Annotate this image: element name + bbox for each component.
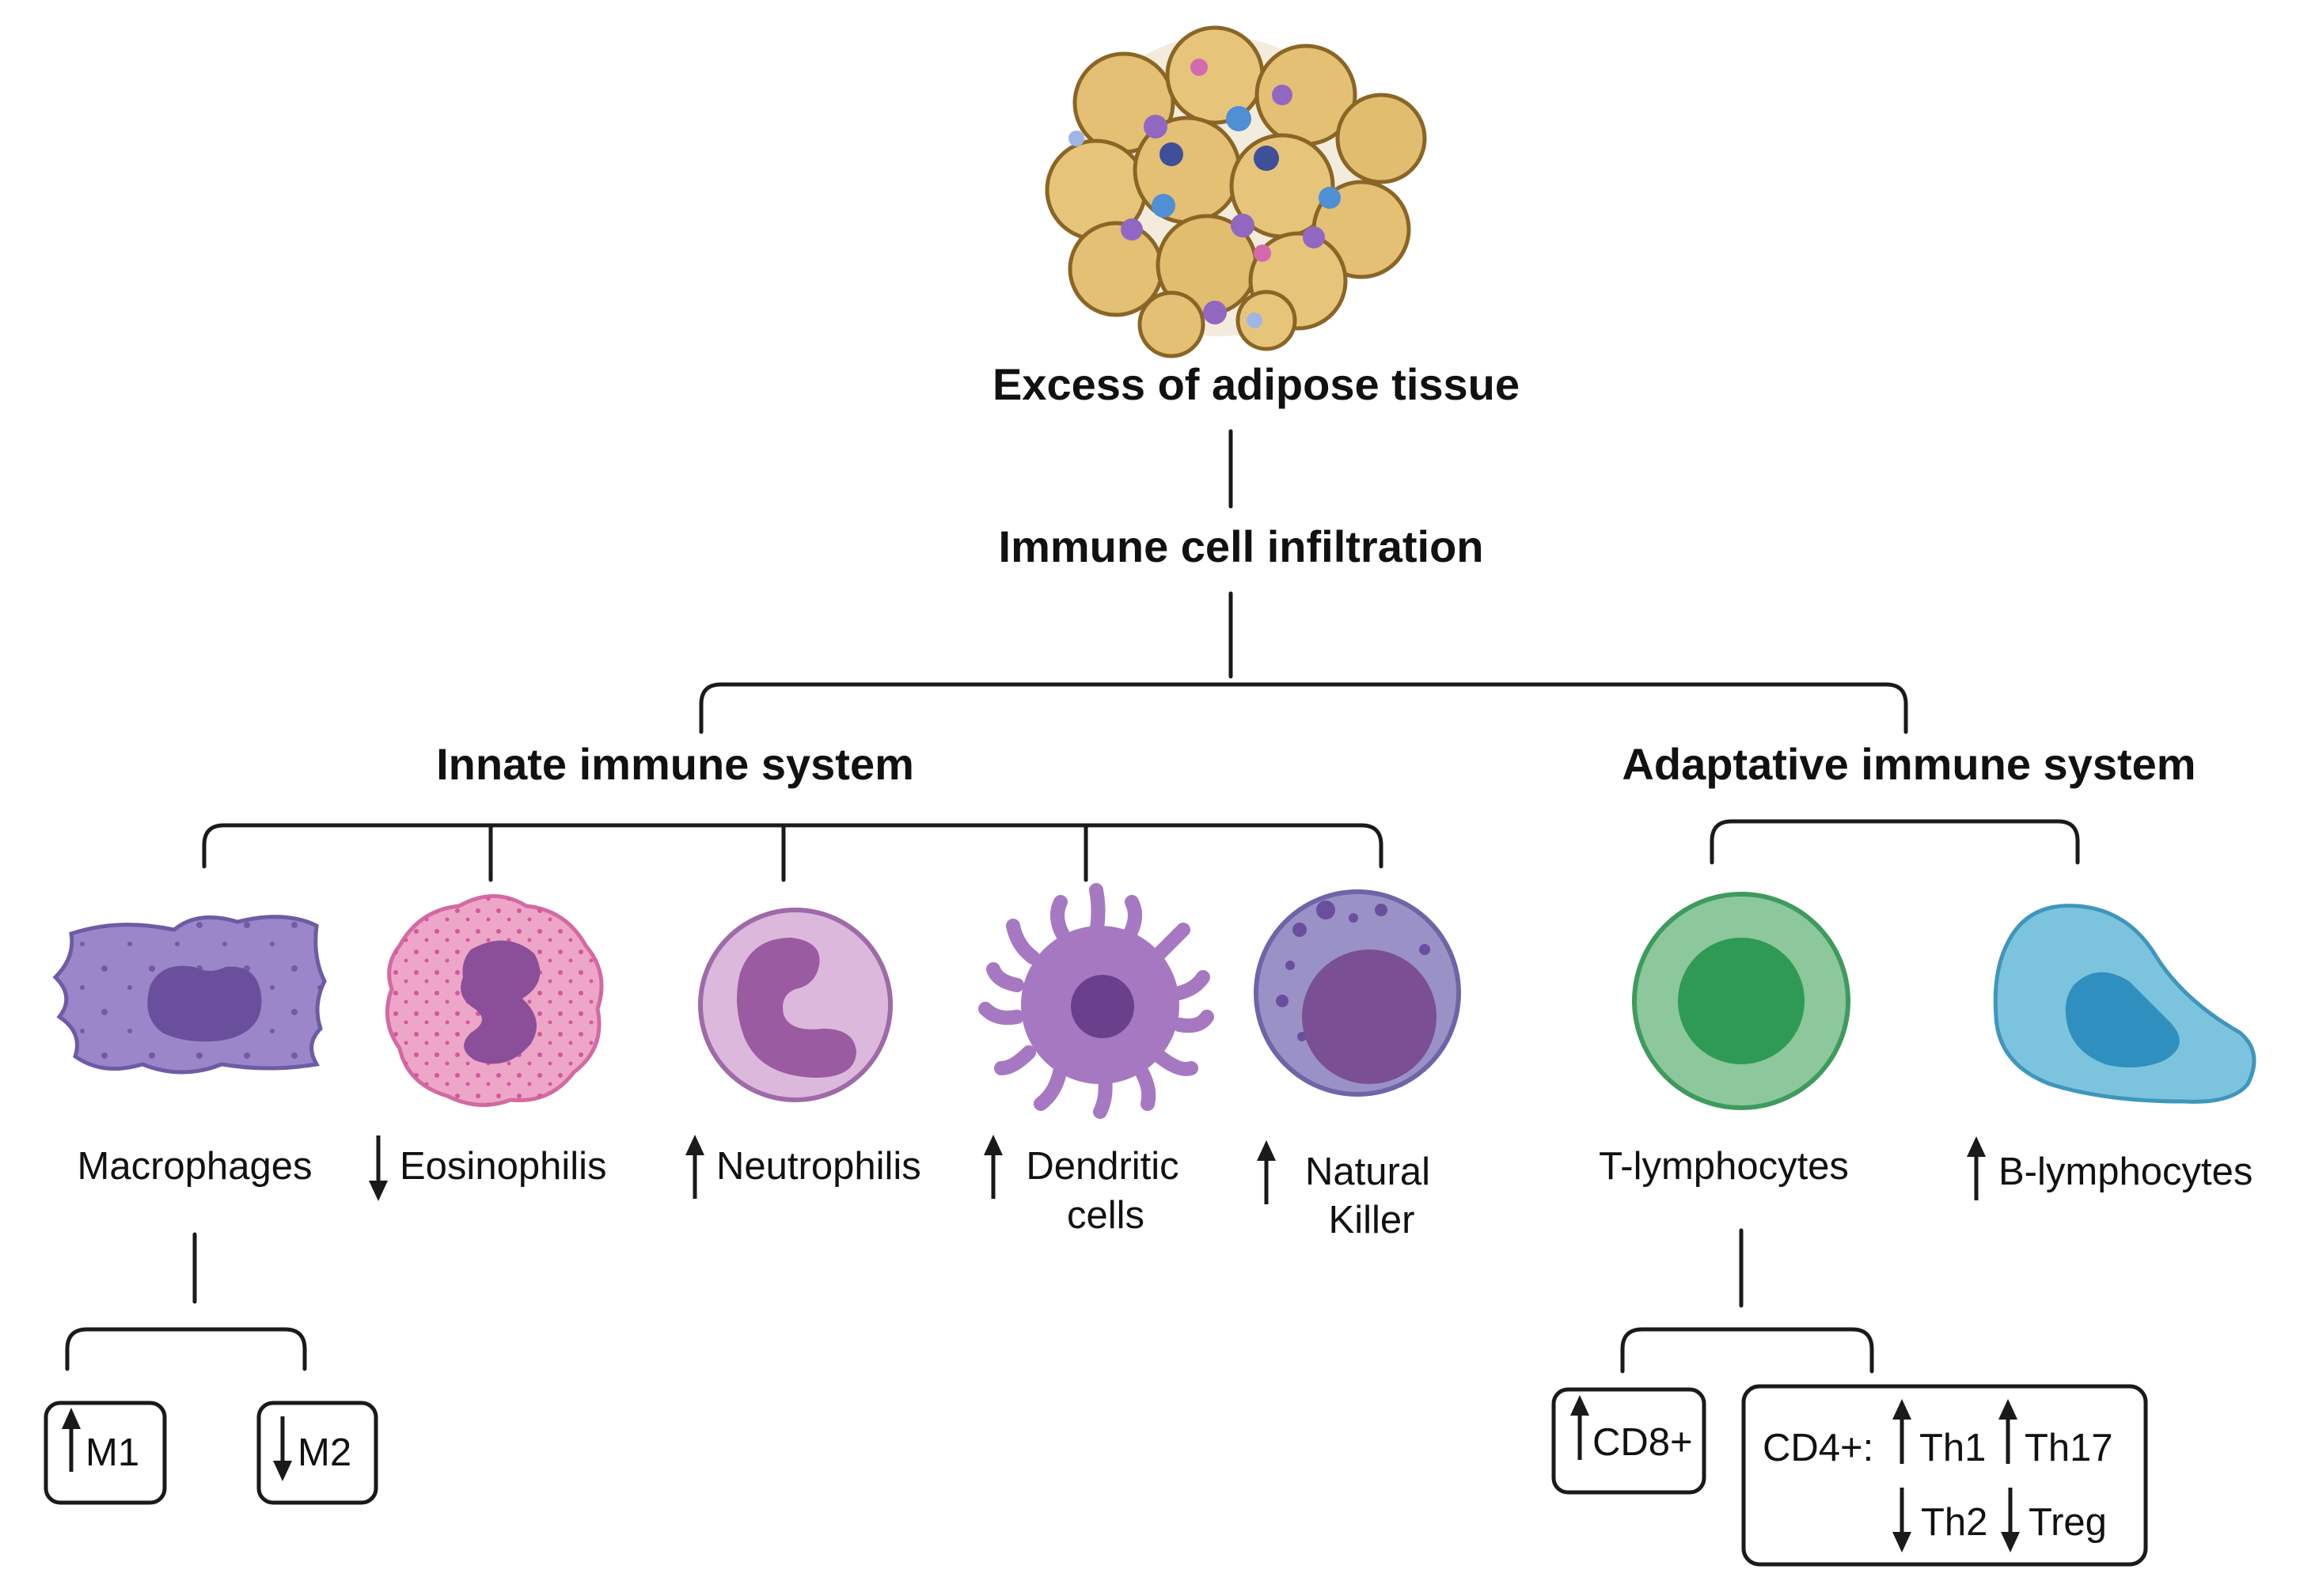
trend-arrow-eosinophils (369, 1135, 388, 1201)
box-m2: M2 (256, 1401, 378, 1505)
label-cd4: CD4+: (1763, 1427, 1873, 1469)
label-b-lymphocytes: B-lymphocytes (1998, 1151, 2253, 1193)
box-m1: M1 (44, 1401, 167, 1505)
label-eosinophils: Eosinophilis (400, 1145, 607, 1188)
adipocyte-cluster (1045, 25, 1427, 358)
label-th2: Th2 (1921, 1501, 1987, 1544)
t-lymphocyte-cell (1632, 892, 1850, 1110)
label-nk-line1: Natural (1305, 1151, 1430, 1193)
bracket-m1-m2 (65, 1327, 307, 1371)
trend-arrow-b-lymphocytes (1967, 1136, 1986, 1200)
macrophage-cell (52, 915, 327, 1075)
trend-arrow-dendritic (984, 1135, 1003, 1199)
bracket-cd8-cd4 (1620, 1327, 1874, 1374)
label-cd8: CD8+ (1592, 1421, 1693, 1464)
title-immune-infiltration: Immune cell infiltration (999, 521, 1484, 571)
trend-arrow-nk (1257, 1140, 1276, 1204)
label-m1: M1 (85, 1431, 139, 1474)
immune-cells-in-tissue (1068, 59, 1341, 328)
label-neutrophils: Neutrophilis (716, 1145, 921, 1188)
box-cd4: CD4+: Th1 Th17 Th2 Treg (1741, 1384, 2148, 1567)
label-th1: Th1 (1919, 1427, 1986, 1469)
label-nk-line2: Killer (1329, 1199, 1415, 1242)
eosinophil-cell (385, 894, 604, 1107)
bracket-innate-adaptive (699, 682, 1908, 734)
label-m2: M2 (298, 1431, 351, 1474)
bracket-innate-cells (202, 823, 1383, 869)
dendritic-cell (978, 883, 1214, 1119)
trend-arrow-neutrophils (685, 1135, 704, 1199)
bracket-adaptive-cells (1710, 819, 2080, 865)
branch-adaptive: Adaptative immune system (1622, 739, 2196, 789)
label-dendritic-line1: Dendritic (1026, 1145, 1178, 1188)
box-cd8: CD8+ (1551, 1387, 1706, 1495)
label-t-lymphocytes: T-lymphocytes (1599, 1145, 1849, 1188)
natural-killer-cell (1254, 889, 1461, 1097)
title-excess-adipose: Excess of adipose tissue (992, 359, 1520, 409)
label-th17: Th17 (2025, 1427, 2113, 1469)
label-macrophages: Macrophages (78, 1145, 313, 1188)
neutrophil-cell (698, 908, 893, 1102)
b-lymphocyte-cell (1993, 904, 2256, 1104)
connectors (65, 429, 2080, 1374)
label-treg: Treg (2029, 1501, 2107, 1544)
branch-innate: Innate immune system (436, 739, 914, 789)
adipose-tissue-illustration (1045, 25, 1427, 358)
label-dendritic-line2: cells (1067, 1194, 1144, 1237)
